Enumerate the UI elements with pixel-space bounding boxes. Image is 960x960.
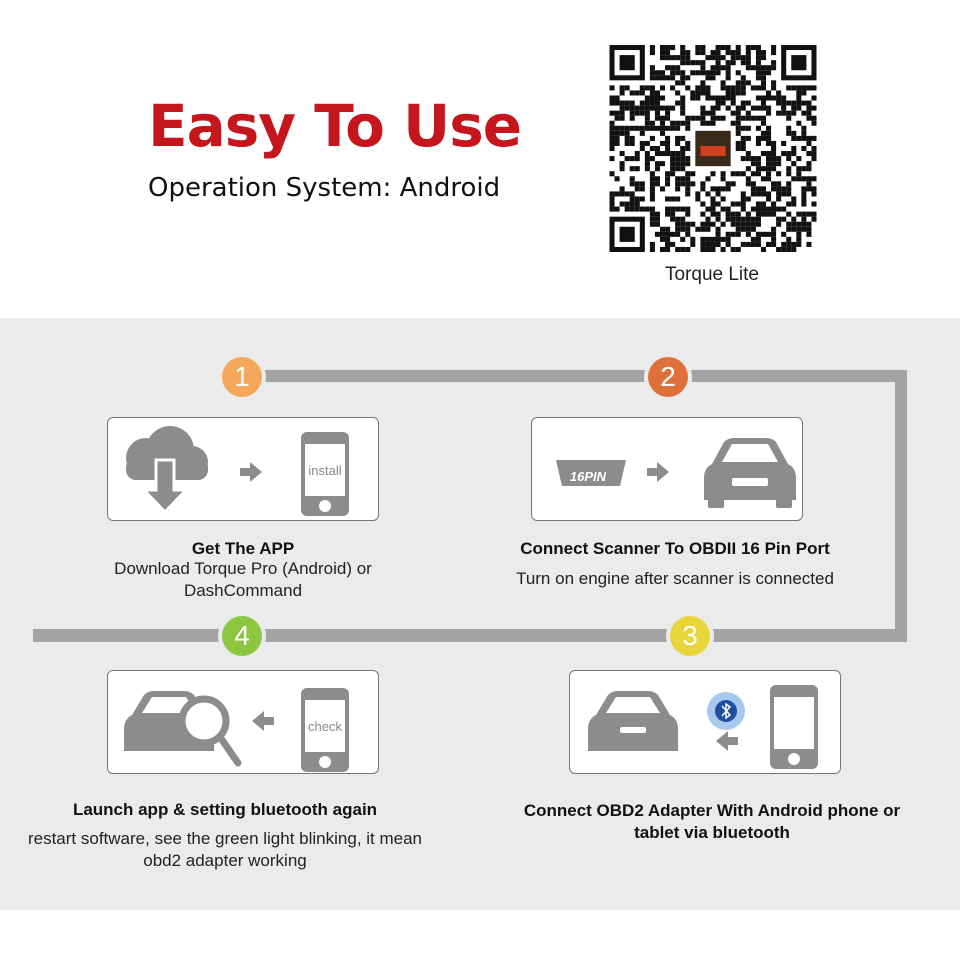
step-4-title: Launch app & setting bluetooth again	[72, 800, 378, 819]
step-2-desc: Turn on engine after scanner is connecte…	[516, 569, 834, 588]
connector-label: 16PIN	[570, 469, 607, 484]
step-2-badge: 2	[648, 357, 688, 397]
phone-icon: check	[301, 688, 349, 772]
phone-icon	[770, 685, 818, 769]
os-subtitle: Operation System: Android	[148, 173, 501, 203]
step-4-card: check	[107, 670, 379, 774]
step-4-desc: restart software, see the green light bl…	[27, 829, 423, 870]
arrow-right-icon	[647, 462, 669, 482]
step-1-card: install	[107, 417, 379, 521]
step-2-card: 16PIN	[531, 417, 803, 521]
path-line-right	[895, 370, 907, 642]
page-title: Easy To Use	[148, 92, 522, 160]
arrow-left-icon	[716, 731, 738, 751]
cloud-download-icon	[126, 426, 262, 515]
step-2-title: Connect Scanner To OBDII 16 Pin Port	[520, 539, 830, 558]
qr-code	[609, 45, 817, 252]
step-1-desc: Download Torque Pro (Android) or DashCom…	[114, 559, 372, 600]
phone-screen-label: check	[305, 700, 345, 752]
step-1-badge: 1	[222, 357, 262, 397]
bluetooth-icon	[707, 692, 745, 730]
car-icon	[588, 691, 678, 751]
obd-connector-icon	[556, 460, 626, 486]
step-4-badge: 4	[222, 616, 262, 656]
qr-label: Torque Lite	[664, 264, 759, 285]
arrow-right-icon	[240, 462, 262, 482]
path-line-bottom	[33, 629, 907, 642]
step-3-title: Connect OBD2 Adapter With Android phone …	[523, 801, 901, 842]
car-icon	[704, 438, 796, 508]
steps-panel	[0, 318, 960, 910]
magnifier-icon	[178, 695, 242, 767]
step-3-card	[569, 670, 841, 774]
arrow-left-icon	[252, 711, 274, 731]
phone-icon: install	[301, 432, 349, 516]
path-line-top	[240, 370, 907, 382]
step-3-badge: 3	[670, 616, 710, 656]
step-1-title: Get The APP	[191, 539, 295, 558]
phone-screen-label: install	[305, 444, 345, 496]
